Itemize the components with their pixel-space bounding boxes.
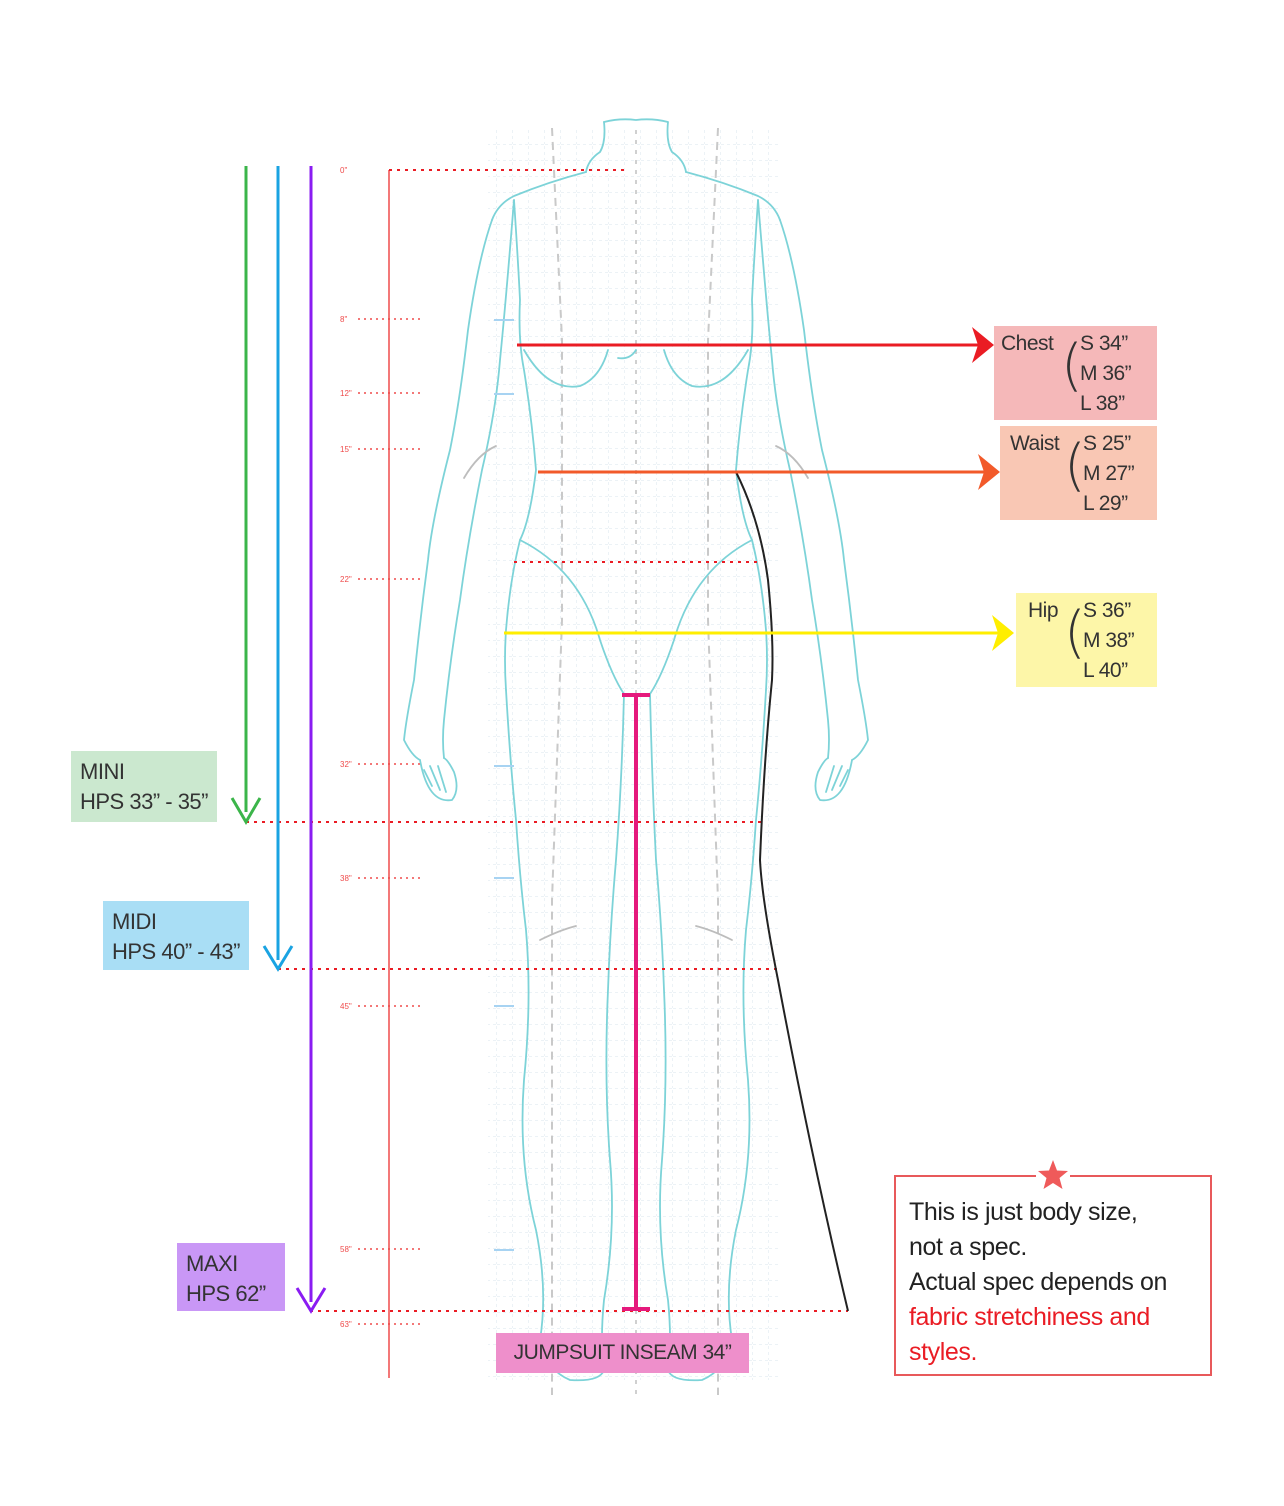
- mini-range: HPS 33” - 35”: [80, 789, 209, 814]
- disclaimer-note: This is just body size, not a spec. Actu…: [894, 1175, 1212, 1376]
- ruler-tick-label: 22": [340, 575, 352, 584]
- note-line-2: not a spec.: [909, 1233, 1027, 1261]
- reference-lines: [246, 169, 848, 1312]
- chest-size-l: L 38”: [1080, 392, 1125, 415]
- midi-name: MIDI: [112, 909, 157, 934]
- inseam-label: JUMPSUIT INSEAM 34”: [496, 1333, 749, 1373]
- waist-arrow: [538, 454, 1000, 490]
- maxi-label-box: MAXI HPS 62”: [177, 1243, 285, 1311]
- chest-label: Chest: [1001, 332, 1054, 355]
- chest-size-box: Chest ( S 34” M 36” L 38”: [994, 326, 1157, 420]
- figure-ticks: [494, 319, 514, 1251]
- note-line-5: styles.: [909, 1338, 978, 1366]
- hip-size-l: L 40”: [1083, 659, 1128, 682]
- note-line-1: This is just body size,: [909, 1198, 1138, 1226]
- maxi-name: MAXI: [186, 1251, 238, 1276]
- chest-sizes: S 34” M 36” L 38”: [1080, 329, 1132, 419]
- chest-bracket: (: [1061, 333, 1083, 398]
- hip-size-m: M 38”: [1083, 629, 1135, 652]
- hip-label: Hip: [1028, 599, 1059, 622]
- ruler-tick-label: 12": [340, 389, 352, 398]
- ruler-tick-label: 58": [340, 1245, 352, 1254]
- ruler-ticks: 0" 8" 12" 15" 22" 32" 38" 45" 58" 63": [340, 166, 420, 1329]
- mini-name: MINI: [80, 759, 125, 784]
- chest-size-s: S 34”: [1080, 332, 1128, 355]
- waist-bracket: (: [1064, 433, 1086, 498]
- mini-arrow: [230, 166, 262, 825]
- midi-label-box: MIDI HPS 40” - 43”: [103, 901, 249, 970]
- star-icon: [1036, 1160, 1070, 1189]
- hip-size-box: Hip ( S 36” M 38” L 40”: [1016, 593, 1157, 687]
- maxi-range: HPS 62”: [186, 1281, 266, 1306]
- chest-arrow: [517, 327, 994, 363]
- mini-label-box: MINI HPS 33” - 35”: [71, 751, 217, 822]
- ruler-tick-label: 45": [340, 1002, 352, 1011]
- inseam-measure: [622, 693, 650, 1311]
- waist-size-box: Waist ( S 25” M 27” L 29”: [1000, 426, 1157, 520]
- ruler-tick-label: 15": [340, 445, 352, 454]
- ruler-tick-label: 38": [340, 874, 352, 883]
- ruler-tick-label: 63": [340, 1320, 352, 1329]
- hip-arrow: [504, 615, 1014, 651]
- hip-size-s: S 36”: [1083, 599, 1131, 622]
- hip-sizes: S 36” M 38” L 40”: [1083, 596, 1135, 686]
- waist-size-l: L 29”: [1083, 492, 1128, 515]
- maxi-arrow: [295, 166, 327, 1314]
- ruler-tick-label: 32": [340, 760, 352, 769]
- note-line-3: Actual spec depends on: [909, 1268, 1168, 1296]
- ruler-tick-label: 0": [340, 166, 347, 175]
- note-line-4: fabric stretchiness and: [909, 1303, 1150, 1331]
- waist-size-m: M 27”: [1083, 462, 1135, 485]
- ruler-tick-label: 8": [340, 315, 347, 324]
- midi-range: HPS 40” - 43”: [112, 939, 241, 964]
- waist-label: Waist: [1010, 432, 1060, 455]
- dress-silhouette-line: [735, 471, 849, 1312]
- waist-size-s: S 25”: [1083, 432, 1131, 455]
- hip-bracket: (: [1064, 600, 1086, 665]
- midi-arrow: [262, 166, 294, 972]
- chest-size-m: M 36”: [1080, 362, 1132, 385]
- waist-sizes: S 25” M 27” L 29”: [1083, 429, 1135, 519]
